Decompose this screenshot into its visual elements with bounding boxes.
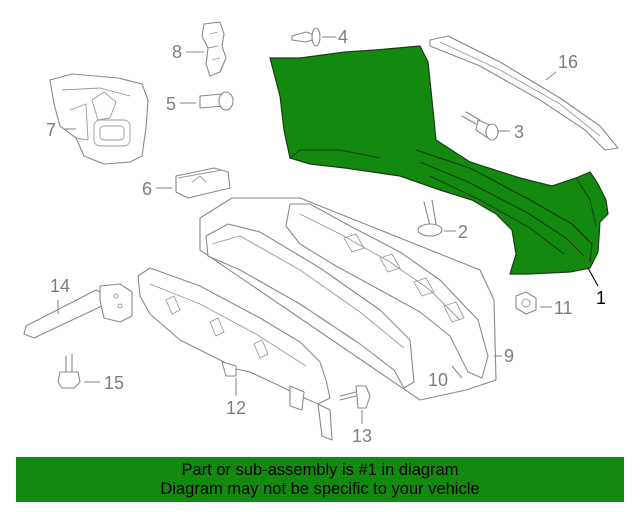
callout-11: 11 <box>554 298 573 318</box>
part-10-energy-absorber[interactable] <box>285 203 489 379</box>
part-5-clip[interactable] <box>199 91 234 111</box>
part-14-bracket[interactable] <box>23 283 133 339</box>
callout-16: 16 <box>558 52 578 72</box>
part-6-pad[interactable] <box>175 167 231 199</box>
part-16-spoiler[interactable] <box>429 35 619 151</box>
info-banner: Part or sub-assembly is #1 in diagram Di… <box>16 457 624 502</box>
callout-7: 7 <box>46 120 56 140</box>
callout-5: 5 <box>166 94 176 114</box>
part-7-bracket[interactable] <box>49 73 149 165</box>
part-15-bolt[interactable] <box>57 353 81 389</box>
banner-line-1: Part or sub-assembly is #1 in diagram <box>181 461 459 479</box>
callout-12: 12 <box>226 398 246 418</box>
part-9-group-outline <box>199 197 497 401</box>
callout-8: 8 <box>172 42 182 62</box>
part-12-bracket[interactable] <box>137 267 333 441</box>
part-8-bracket[interactable] <box>201 21 227 77</box>
callout-1: 1 <box>596 288 606 308</box>
banner-line-2: Diagram may not be specific to your vehi… <box>160 480 480 498</box>
part-1-bumper-cover[interactable] <box>269 45 609 275</box>
part-11-nut[interactable] <box>515 291 537 315</box>
callout-4: 4 <box>338 27 348 47</box>
part-3-bolt[interactable] <box>461 111 499 141</box>
callout-2: 2 <box>458 222 468 242</box>
callout-9: 9 <box>504 346 514 366</box>
callout-numbers: 1 2 3 4 5 6 7 8 9 10 11 12 13 14 15 16 <box>46 27 606 446</box>
callout-3: 3 <box>514 122 524 142</box>
callout-6: 6 <box>142 179 152 199</box>
callout-10: 10 <box>428 370 448 390</box>
callout-14: 14 <box>50 276 70 296</box>
callout-15: 15 <box>104 373 124 393</box>
callout-leaders <box>57 36 599 424</box>
part-2-push-pin[interactable] <box>417 199 443 237</box>
part-9-reinforcement-beam[interactable] <box>205 223 415 389</box>
callout-13: 13 <box>352 426 372 446</box>
part-13-bolt[interactable] <box>339 385 371 409</box>
part-4-push-clip[interactable] <box>291 27 321 47</box>
